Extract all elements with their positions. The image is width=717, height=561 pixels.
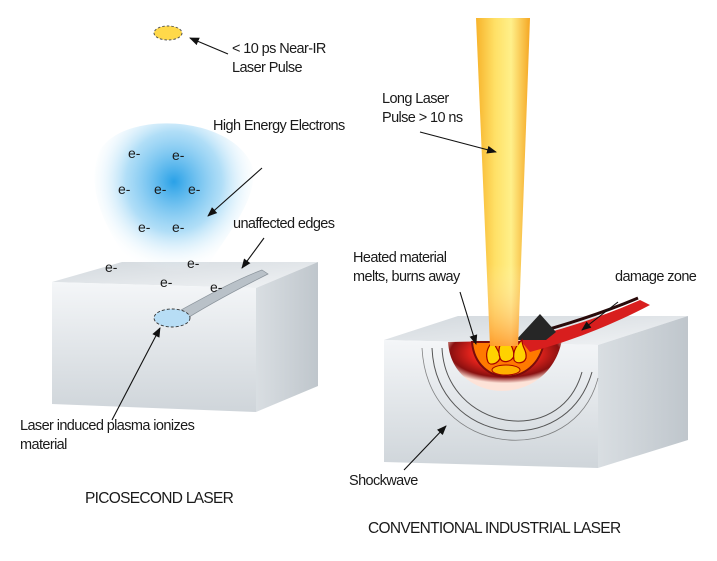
label-long-pulse-line1: Long Laser [382, 90, 462, 109]
electron-label: e- [172, 147, 185, 163]
label-short-pulse: < 10 ps Near-IR Laser Pulse [232, 40, 326, 78]
label-plasma: Laser induced plasma ionizes material [20, 417, 194, 455]
label-high-energy-electrons: High Energy Electrons [213, 117, 345, 136]
label-long-pulse-line2: Pulse > 10 ns [382, 109, 462, 128]
label-heated-line2: melts, burns away [353, 268, 460, 287]
title-picosecond-laser: PICOSECOND LASER [85, 489, 233, 508]
electron-label: e- [118, 181, 131, 197]
label-unaffected-edges: unaffected edges [233, 215, 334, 234]
short-laser-pulse [154, 26, 182, 40]
title-conventional-laser: CONVENTIONAL INDUSTRIAL LASER [368, 519, 620, 538]
arrow-short-pulse [190, 38, 228, 54]
electron-label: e- [154, 181, 167, 197]
electron-label: e- [210, 279, 223, 295]
label-heated-line1: Heated material [353, 249, 460, 268]
electron-label: e- [188, 181, 201, 197]
pico-plasma-spot [154, 309, 190, 327]
pico-block-side [256, 262, 318, 412]
electron-label: e- [138, 219, 151, 235]
electron-label: e- [187, 255, 200, 271]
pico-block-front [52, 282, 256, 412]
long-laser-beam-glow [476, 18, 530, 346]
label-plasma-line2: material [20, 436, 194, 455]
electron-label: e- [128, 145, 141, 161]
electron-label: e- [172, 219, 185, 235]
electron-label: e- [105, 259, 118, 275]
label-heated-material: Heated material melts, burns away [353, 249, 460, 287]
label-shockwave: Shockwave [349, 472, 418, 491]
label-long-pulse: Long Laser Pulse > 10 ns [382, 90, 462, 128]
label-plasma-line1: Laser induced plasma ionizes [20, 417, 194, 436]
label-short-pulse-line2: Laser Pulse [232, 59, 326, 78]
label-damage-zone: damage zone [615, 268, 696, 287]
electron-label: e- [160, 274, 173, 290]
label-short-pulse-line1: < 10 ps Near-IR [232, 40, 326, 59]
